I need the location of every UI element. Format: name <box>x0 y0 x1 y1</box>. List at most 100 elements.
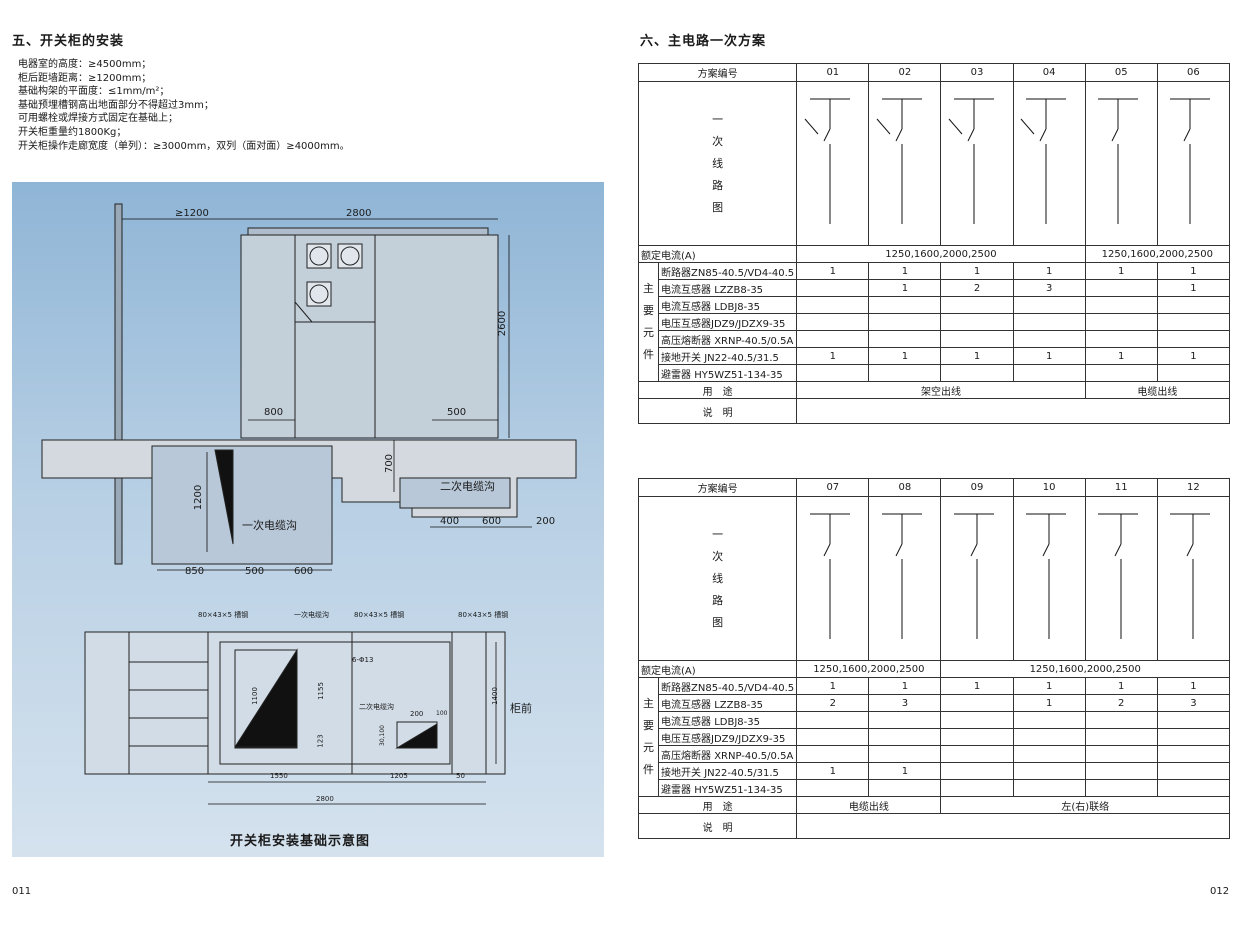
single-line-diagram-cell <box>1012 496 1086 661</box>
diagram-row-label: 一次线路图 <box>637 496 798 661</box>
dim-width-2800: 2800 <box>346 208 372 219</box>
component-quantity <box>796 313 870 331</box>
diagram-label-char: 次 <box>712 134 724 148</box>
component-quantity <box>868 745 942 763</box>
scheme-code: 11 <box>1084 478 1158 497</box>
requirement-line: 可用螺栓或焊接方式固定在基础上； <box>18 113 178 125</box>
component-quantity <box>868 728 942 746</box>
dim-2800-plan: 2800 <box>316 795 334 803</box>
single-line-diagram-icon <box>881 513 922 639</box>
note-label: 说 明 <box>637 398 798 424</box>
component-quantity: 1 <box>868 762 942 780</box>
requirement-line: 基础预埋槽钢高出地面部分不得超过3mm； <box>18 99 214 111</box>
component-quantity <box>868 711 942 729</box>
rated-current-label: 额定电流(A) <box>637 660 798 678</box>
diagram-label-char: 路 <box>712 178 724 192</box>
component-quantity: 1 <box>868 347 942 365</box>
component-name: 高压熔断器 XRNP-40.5/0.5A <box>658 330 798 348</box>
component-quantity: 3 <box>868 694 942 712</box>
label-channel-steel-left: 80×43×5 槽钢 <box>198 611 249 619</box>
main-components-label: 主要元件 <box>637 262 660 382</box>
component-quantity: 1 <box>1084 347 1158 365</box>
rated-current-label: 额定电流(A) <box>637 245 798 263</box>
component-quantity <box>1156 745 1231 763</box>
component-quantity <box>940 711 1014 729</box>
label-cabinet-front: 柜前 <box>510 702 532 715</box>
group-label-char: 件 <box>643 763 655 776</box>
component-quantity <box>1156 711 1231 729</box>
dim-800: 800 <box>264 407 284 418</box>
diagram-label-char: 图 <box>712 200 724 214</box>
component-quantity <box>1012 762 1086 780</box>
component-name: 电压互感器JDZ9/JDZX9-35 <box>658 728 798 746</box>
component-quantity <box>868 779 942 797</box>
component-quantity <box>940 745 1014 763</box>
requirement-line: 开关柜重量约1800Kg； <box>18 126 127 138</box>
scheme-code: 09 <box>940 478 1014 497</box>
installation-requirements: 电器室的高度：≥4500mm；柜后距墙距离：≥1200mm；基础构架的平面度：≤… <box>18 58 350 153</box>
component-quantity: 1 <box>796 762 870 780</box>
component-name: 避雷器 HY5WZ51-134-35 <box>658 364 798 382</box>
component-quantity <box>1156 330 1231 348</box>
component-name: 高压熔断器 XRNP-40.5/0.5A <box>658 745 798 763</box>
component-quantity <box>1156 762 1231 780</box>
component-quantity: 1 <box>1012 262 1086 280</box>
component-quantity <box>868 330 942 348</box>
single-line-diagram-icon <box>809 513 850 639</box>
component-quantity: 2 <box>796 694 870 712</box>
component-quantity: 1 <box>940 262 1014 280</box>
component-quantity <box>1084 762 1158 780</box>
dim-200-plan: 200 <box>410 710 424 718</box>
label-primary-trench-plan: 一次电缆沟 <box>294 611 329 619</box>
diagram-label-char: 一 <box>712 527 724 541</box>
component-quantity <box>1084 296 1158 314</box>
component-quantity: 1 <box>1156 279 1231 297</box>
component-name: 电流互感器 LZZB8-35 <box>658 279 798 297</box>
single-line-diagram-cell <box>1012 81 1086 246</box>
label-primary-cable-trench: 一次电缆沟 <box>242 519 297 532</box>
component-quantity <box>1156 779 1231 797</box>
component-quantity <box>796 279 870 297</box>
component-quantity <box>940 762 1014 780</box>
rated-current-value: 1250,1600,2000,2500 <box>796 660 942 678</box>
group-label-char: 元 <box>643 741 655 754</box>
diagram-label-char: 一 <box>712 112 724 126</box>
component-quantity <box>796 364 870 382</box>
rated-current-value: 1250,1600,2000,2500 <box>940 660 1230 678</box>
component-name: 电流互感器 LZZB8-35 <box>658 694 798 712</box>
dim-1550: 1550 <box>270 772 288 780</box>
component-quantity <box>1012 330 1086 348</box>
single-line-diagram-icon <box>1098 513 1139 639</box>
drawing-caption: 开关柜安装基础示意图 <box>230 834 371 849</box>
component-quantity <box>1084 728 1158 746</box>
scheme-code: 06 <box>1156 63 1231 82</box>
component-quantity: 1 <box>1156 677 1231 695</box>
component-name: 避雷器 HY5WZ51-134-35 <box>658 779 798 797</box>
dim-clearance-rear: ≥1200 <box>175 208 209 219</box>
component-quantity <box>1084 711 1158 729</box>
main-components-label: 主要元件 <box>637 677 660 797</box>
label-channel-steel-right: 80×43×5 槽钢 <box>458 611 509 619</box>
single-line-diagram-cell <box>940 81 1014 246</box>
installation-foundation-drawing: ≥1200 2800 2600 800 500 700 1200 400 600… <box>12 182 604 857</box>
component-quantity <box>1084 313 1158 331</box>
component-quantity <box>1012 313 1086 331</box>
dim-height-2600: 2600 <box>497 310 509 337</box>
dim-1100: 1100 <box>250 687 259 705</box>
diagram-label-char: 线 <box>712 156 724 170</box>
requirement-line: 开关柜操作走廊宽度（单列）：≥3000mm，双列（面对面）≥4000mm。 <box>18 140 350 152</box>
dim-600: 600 <box>482 516 502 527</box>
component-quantity: 1 <box>868 677 942 695</box>
wall <box>114 203 123 565</box>
requirement-line: 柜后距墙距离：≥1200mm； <box>18 72 152 84</box>
component-quantity <box>796 296 870 314</box>
section-title-installation: 五、开关柜的安装 <box>12 34 125 49</box>
single-line-diagram-cell <box>1156 496 1231 661</box>
component-quantity: 1 <box>796 262 870 280</box>
dim-100-plan: 100 <box>436 710 448 717</box>
component-quantity <box>1084 279 1158 297</box>
scheme-code: 04 <box>1012 63 1086 82</box>
component-quantity <box>940 313 1014 331</box>
component-quantity: 1 <box>1084 262 1158 280</box>
single-line-diagram-icon <box>1170 513 1211 639</box>
